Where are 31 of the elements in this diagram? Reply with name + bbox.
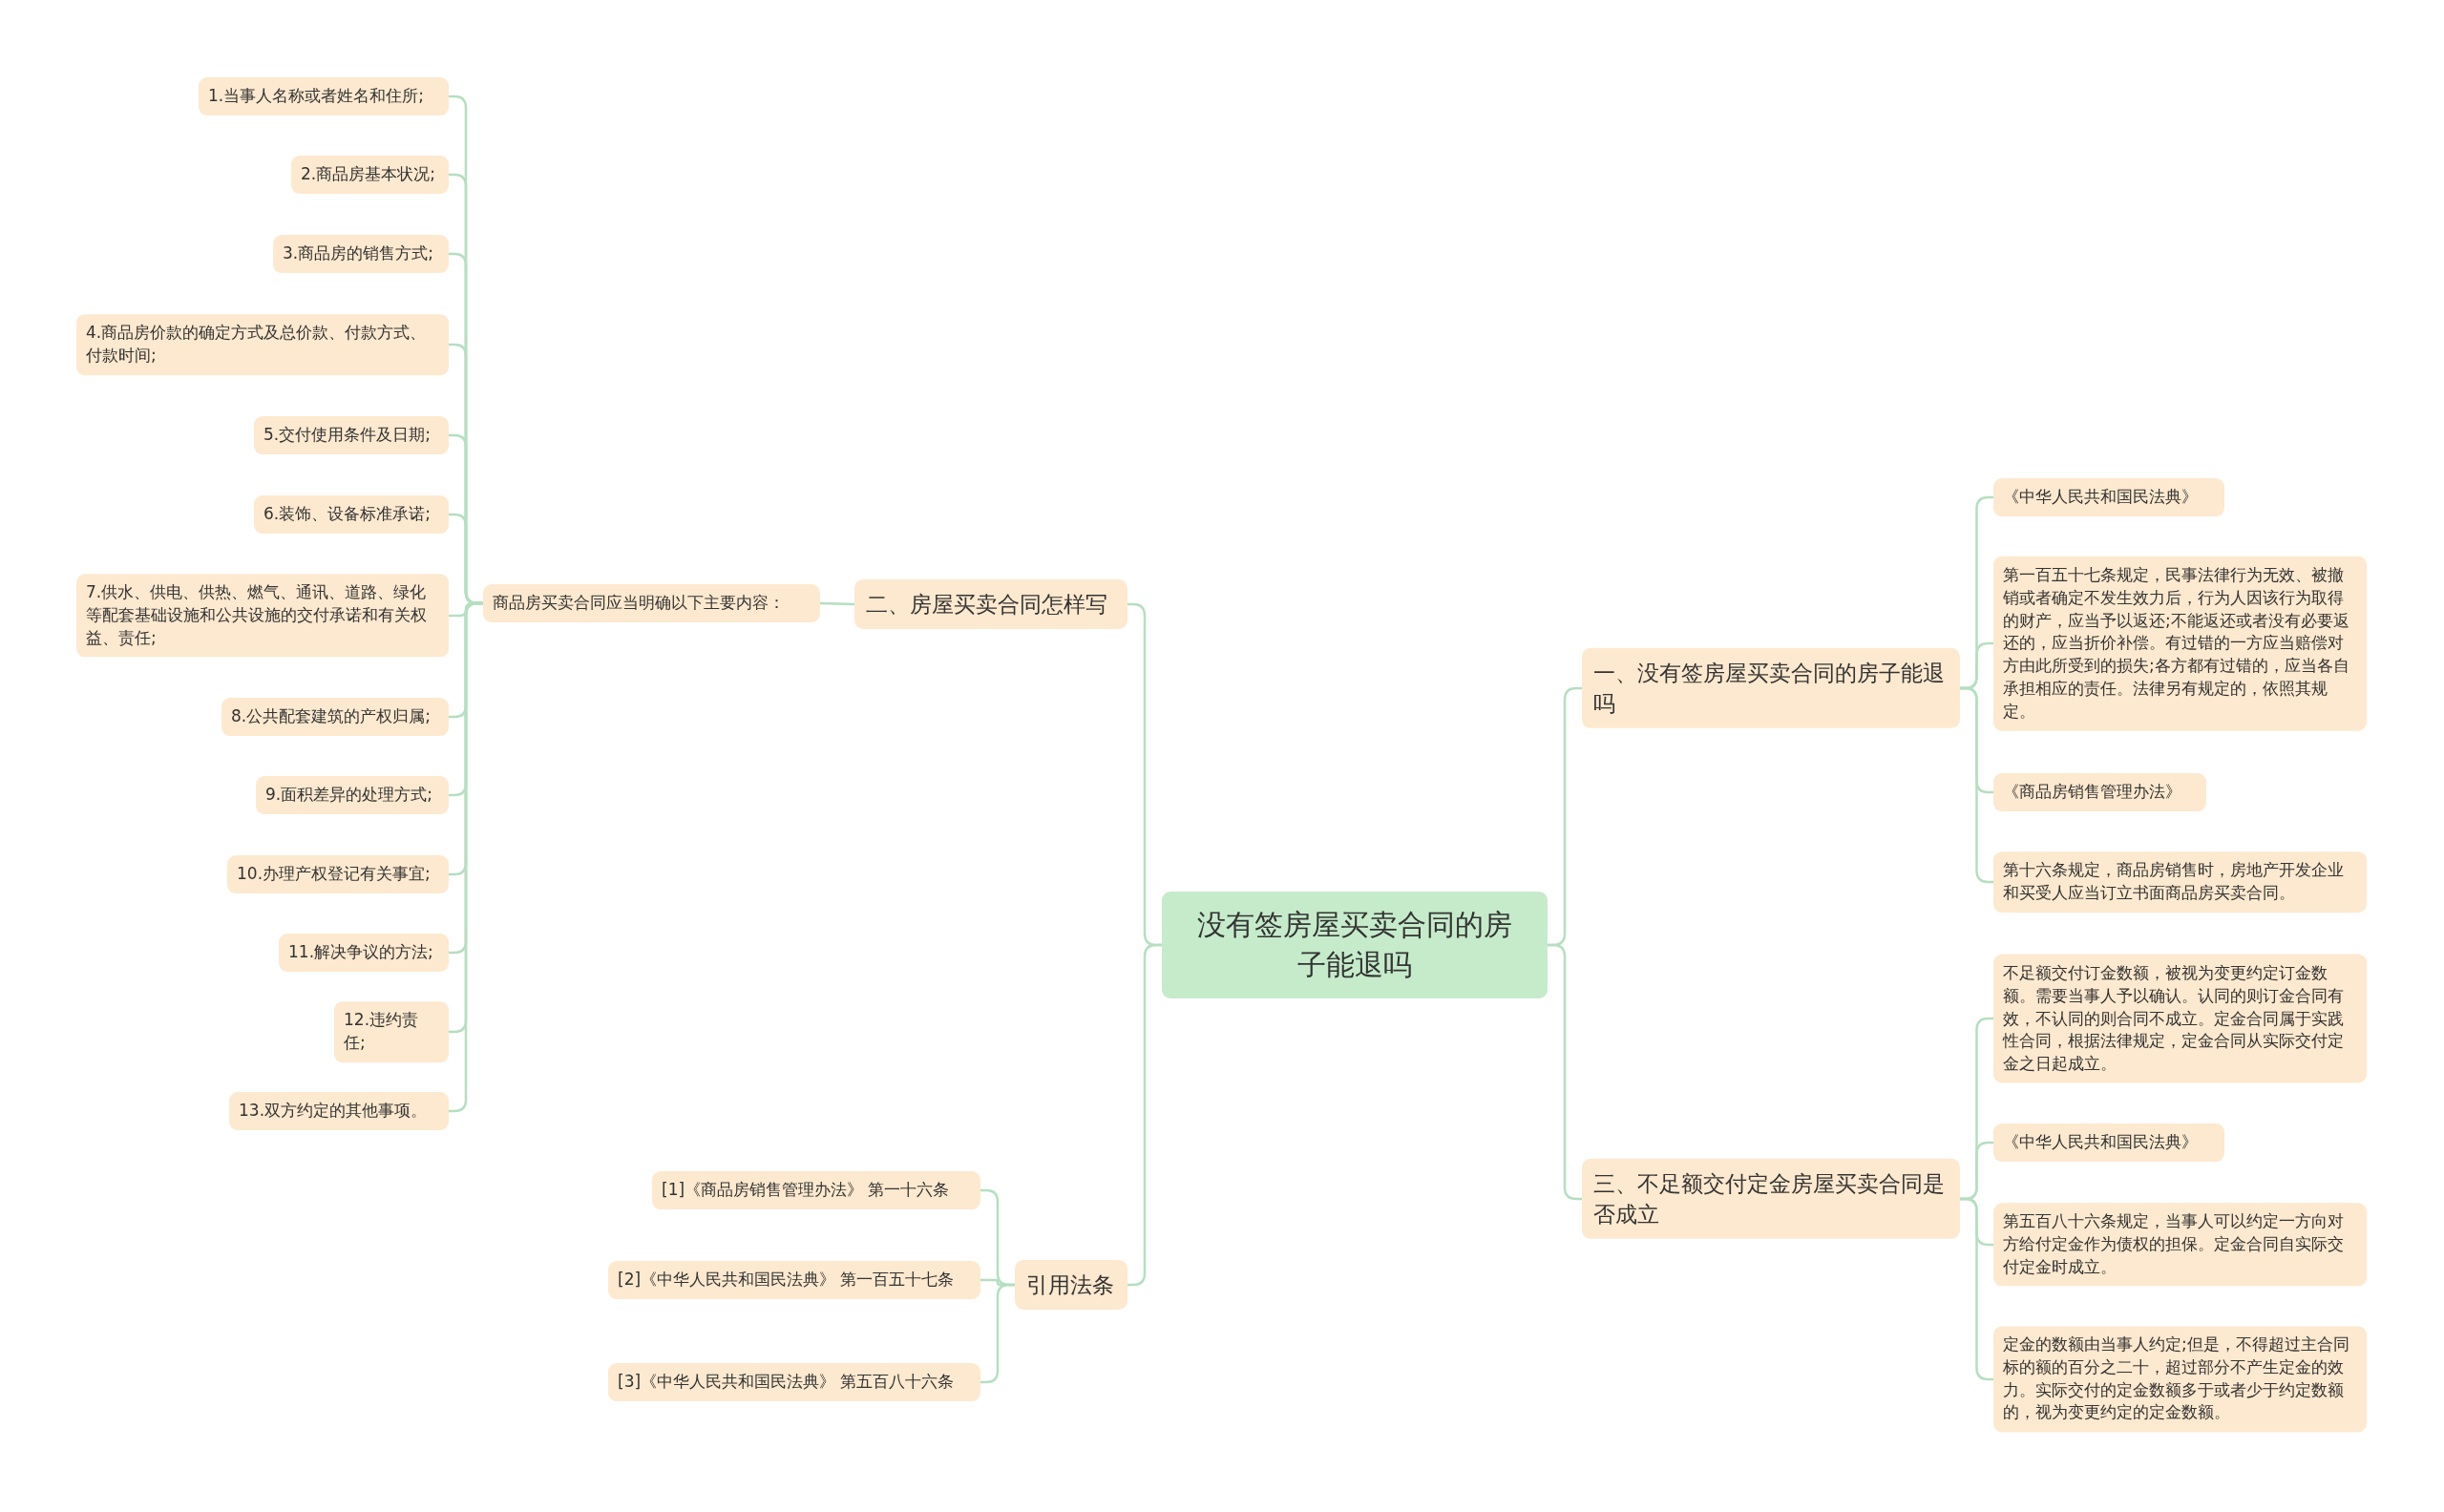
leaf-box: 第一百五十七条规定，民事法律行为无效、被撤销或者确定不发生效力后，行为人因该行为取得的财产，应当予以返还;不能返还或者没有必要返还的，应当折价补偿。有过错的一方应当赔偿对方由此所受到的损失;各方都有过错的，应当各自承担相应的责任。法律另有规定的，依照其规定。 (1993, 556, 2367, 731)
leaf-box: 6.装饰、设备标准承诺; (254, 495, 449, 534)
topic-box: 一、没有签房屋买卖合同的房子能退吗 (1582, 647, 1960, 729)
leaf-box: 12.违约责任; (334, 1001, 449, 1062)
topic-box: 引用法条 (1015, 1259, 1127, 1311)
leaf-box: 3.商品房的销售方式; (273, 235, 449, 273)
leaf-box: 9.面积差异的处理方式; (256, 776, 449, 814)
leaf-box: 7.供水、供电、供热、燃气、通讯、道路、绿化等配套基础设施和公共设施的交付承诺和有关权益、责任; (76, 574, 449, 658)
leaf-box: 5.交付使用条件及日期; (254, 416, 449, 454)
leaf-box: 《中华人民共和国民法典》 (1993, 478, 2224, 516)
leaf-box: 10.办理产权登记有关事宜; (227, 855, 449, 893)
topic-box: 三、不足额交付定金房屋买卖合同是否成立 (1582, 1158, 1960, 1240)
leaf-box: 《中华人民共和国民法典》 (1993, 1124, 2224, 1162)
leaf-box: 《商品房销售管理办法》 (1993, 773, 2206, 811)
leaf-box: 11.解决争议的方法; (279, 934, 449, 972)
leaf-box: [1]《商品房销售管理办法》 第一十六条 (652, 1171, 980, 1209)
connector-line (819, 601, 855, 606)
leaf-box: 第十六条规定，商品房销售时，房地产开发企业和买受人应当订立书面商品房买卖合同。 (1993, 851, 2367, 913)
leaf-box: 8.公共配套建筑的产权归属; (221, 698, 449, 736)
leaf-box: 4.商品房价款的确定方式及总价款、付款方式、付款时间; (76, 314, 449, 375)
leaf-box: 商品房买卖合同应当明确以下主要内容： (483, 584, 820, 622)
central-topic-box: 没有签房屋买卖合同的房子能退吗 (1162, 892, 1548, 998)
leaf-box: [2]《中华人民共和国民法典》 第一百五十七条 (608, 1261, 980, 1299)
leaf-box: 1.当事人名称或者姓名和住所; (199, 77, 449, 116)
leaf-box: [3]《中华人民共和国民法典》 第五百八十六条 (608, 1363, 980, 1401)
leaf-box: 2.商品房基本状况; (291, 156, 449, 194)
leaf-box: 第五百八十六条规定，当事人可以约定一方向对方给付定金作为债权的担保。定金合同自实际交付定金时成立。 (1993, 1203, 2367, 1287)
leaf-box: 13.双方约定的其他事项。 (229, 1092, 449, 1130)
topic-box: 二、房屋买卖合同怎样写 (854, 578, 1127, 630)
leaf-box: 不足额交付订金数额，被视为变更约定订金数额。需要当事人予以确认。认同的则订金合同有效，不认同的则合同不成立。定金合同属于实践性合同，根据法律规定，定金合同从实际交付定金之日起成立。 (1993, 954, 2367, 1083)
leaf-box: 定金的数额由当事人约定;但是，不得超过主合同标的额的百分之二十，超过部分不产生定金的效力。实际交付的定金数额多于或者少于约定数额的，视为变更约定的定金数额。 (1993, 1326, 2367, 1433)
